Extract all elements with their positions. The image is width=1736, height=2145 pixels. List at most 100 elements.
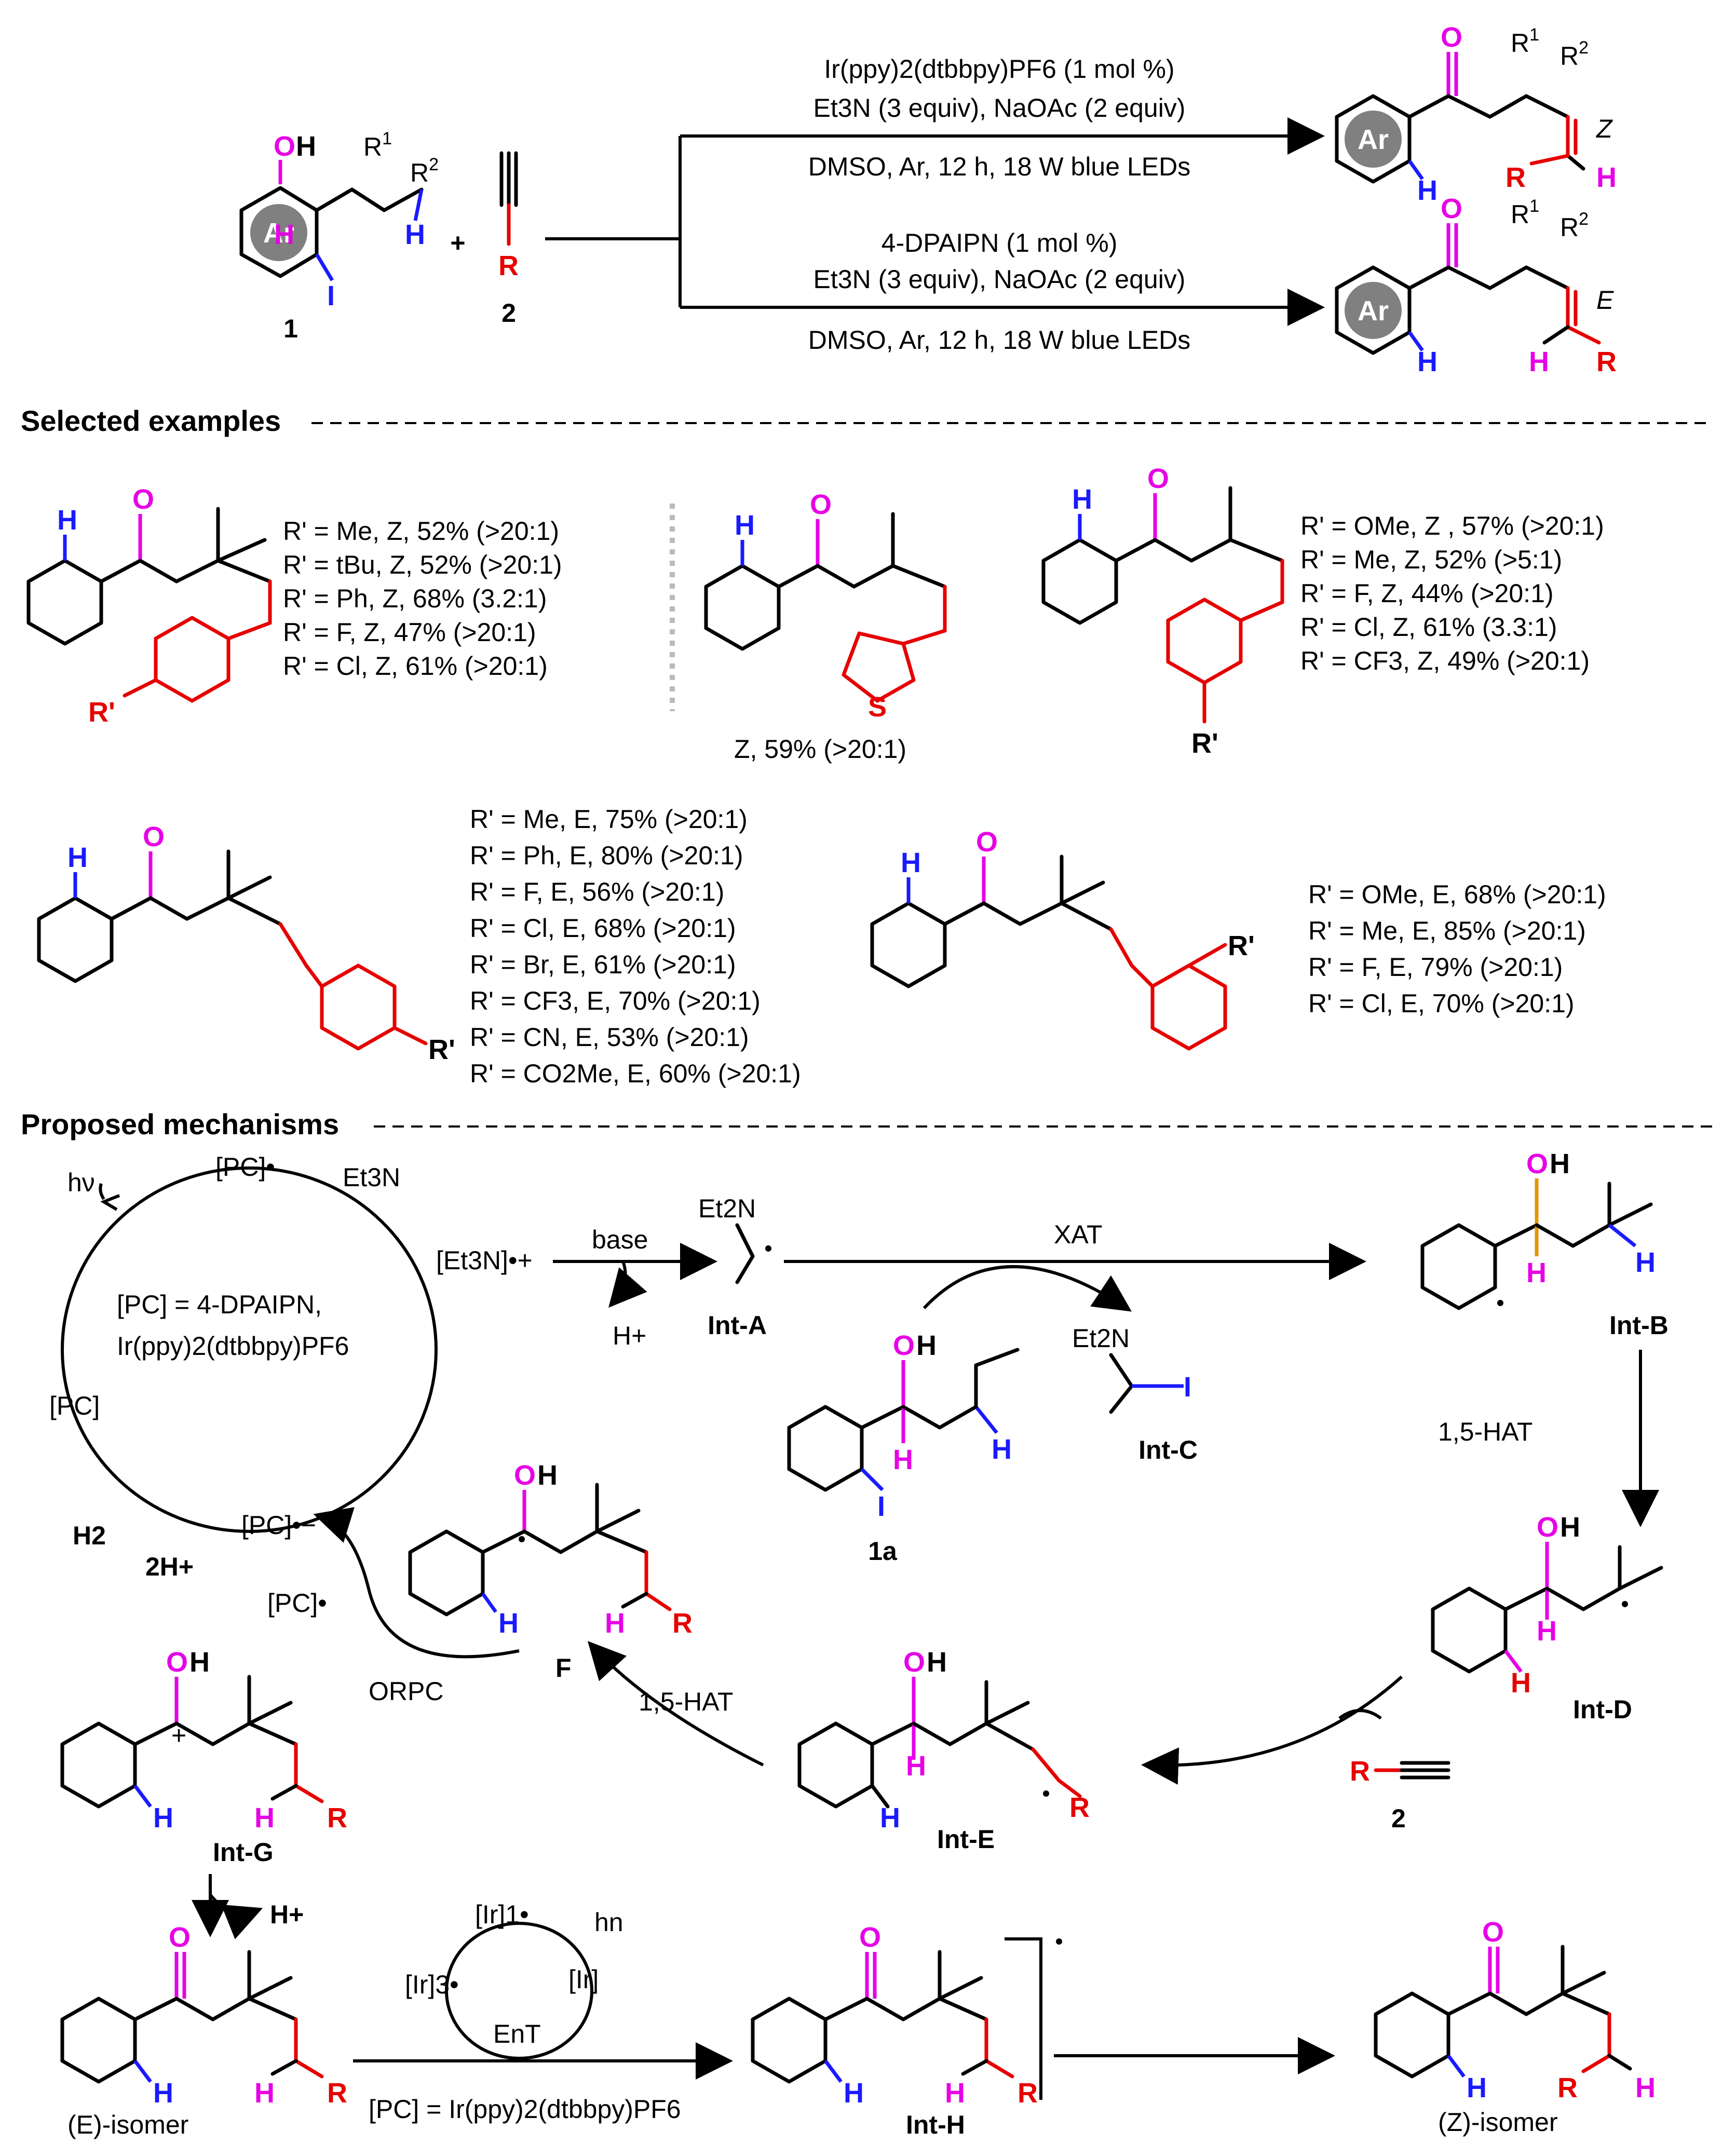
svg-text:S: S [868,691,887,723]
branch-arrows [545,117,1325,326]
svg-text:R2: R2 [1560,209,1589,242]
svg-text:O: O [1537,1512,1558,1543]
svg-text:2H+: 2H+ [145,1552,194,1581]
svg-text:R' = CN, E, 53% (>20:1): R' = CN, E, 53% (>20:1) [470,1023,749,1052]
svg-text:H+: H+ [613,1321,646,1350]
svg-text:(E)-isomer: (E)-isomer [67,2110,188,2139]
svg-text:R' = F, Z, 47% (>20:1): R' = F, Z, 47% (>20:1) [283,618,536,647]
example-meta-e: H O R' [870,826,1255,1051]
conditions-bottom: 4-DPAIPN (1 mol %) Et3N (3 equiv), NaOAc… [808,228,1190,355]
svg-text:Int-H: Int-H [906,2110,965,2139]
svg-text:R: R [498,250,519,281]
svg-text:R: R [1557,2072,1578,2103]
reactant-2-alkyne: R 2 [498,151,519,328]
svg-text:H: H [735,510,755,541]
example-para-e: H O R' [37,821,455,1065]
svg-text:R: R [327,2078,347,2109]
example-thiophene: H O S Z, 59% (>20:1) [704,489,947,764]
example-para-e-results: R' = Me, E, 75% (>20:1) R' = Ph, E, 80% … [470,805,801,1088]
svg-text:R': R' [1191,728,1218,759]
svg-text:H: H [1560,1512,1580,1543]
svg-text:[Et3N]•+: [Et3N]•+ [436,1246,533,1275]
svg-text:F: F [555,1653,572,1682]
svg-text:(Z)-isomer: (Z)-isomer [1438,2108,1558,2137]
example-meta-z-results: R' = OMe, Z , 57% (>20:1) R' = Me, Z, 52… [1300,511,1604,675]
svg-text:Z: Z [1596,114,1613,143]
svg-text:R' = F, Z, 44% (>20:1): R' = F, Z, 44% (>20:1) [1300,579,1554,608]
svg-text:O: O [810,489,832,520]
svg-text:O: O [169,1922,191,1953]
svg-text:R' = OMe, E, 68% (>20:1): R' = OMe, E, 68% (>20:1) [1308,880,1606,909]
svg-text:Ar: Ar [1358,124,1389,155]
svg-text:R': R' [428,1034,455,1065]
svg-text:base: base [592,1225,648,1254]
int-h: O H H R Int-H [751,1922,1062,2139]
svg-text:H: H [296,131,316,162]
reactant-1: Ar O H H H I R1 R2 1 [239,129,439,343]
svg-text:H: H [916,1330,937,1361]
svg-text:R: R [672,1608,693,1639]
ar-label: Ar [263,218,294,249]
svg-text:H: H [1417,175,1437,206]
svg-text:1,5-HAT: 1,5-HAT [1438,1417,1532,1446]
svg-text:H: H [605,1608,625,1639]
svg-text:H: H [1550,1148,1570,1179]
svg-text:R: R [1018,2078,1038,2109]
svg-text:2: 2 [1391,1804,1406,1833]
svg-text:Ir(ppy)2(dtbbpy)PF6 (1 mol %): Ir(ppy)2(dtbbpy)PF6 (1 mol %) [824,55,1174,84]
svg-text:R' = Me, Z, 52% (>5:1): R' = Me, Z, 52% (>5:1) [1300,545,1562,574]
svg-text:H: H [57,505,77,536]
svg-text:O: O [1526,1148,1548,1179]
svg-text:R' = Cl, Z, 61% (3.3:1): R' = Cl, Z, 61% (3.3:1) [1300,613,1557,642]
svg-text:H+: H+ [270,1900,304,1929]
svg-text:H: H [1635,1247,1656,1278]
example-meta-e-results: R' = OMe, E, 68% (>20:1) R' = Me, E, 85%… [1308,880,1606,1018]
svg-text:H: H [67,842,88,873]
int-c: Et2N I Int-C [1072,1324,1198,1464]
svg-text:R' = Cl, Z, 61% (>20:1): R' = Cl, Z, 61% (>20:1) [283,651,548,681]
svg-text:[Ir]3•: [Ir]3• [405,1970,459,1999]
svg-text:R' = F, E, 79% (>20:1): R' = F, E, 79% (>20:1) [1308,953,1563,982]
svg-text:Et3N (3 equiv), NaOAc (2 equiv: Et3N (3 equiv), NaOAc (2 equiv) [813,93,1186,123]
svg-text:H: H [537,1460,558,1491]
svg-text:R1: R1 [1511,196,1539,229]
int-d: O H H H Int-D [1431,1512,1663,1724]
svg-text:[PC]•: [PC]• [267,1589,327,1618]
svg-text:R' = tBu, Z, 52% (>20:1): R' = tBu, Z, 52% (>20:1) [283,550,562,579]
svg-text:R' = Cl, E, 70% (>20:1): R' = Cl, E, 70% (>20:1) [1308,989,1575,1018]
section-proposed-mechanisms: Proposed mechanisms [21,1108,339,1141]
svg-text:H: H [1526,1257,1547,1288]
svg-text:Int-A: Int-A [708,1311,767,1340]
svg-text:Int-G: Int-G [213,1838,274,1867]
svg-text:Int-E: Int-E [937,1825,995,1854]
svg-text:Et3N (3 equiv), NaOAc (2 equiv: Et3N (3 equiv), NaOAc (2 equiv) [813,265,1186,294]
svg-text:H: H [498,1608,519,1639]
svg-text:R' = CF3, Z, 49% (>20:1): R' = CF3, Z, 49% (>20:1) [1300,646,1590,675]
product-e: Ar O R1 R2 H H R E [1335,193,1617,377]
svg-text:Int-D: Int-D [1573,1695,1632,1724]
svg-text:H: H [880,1802,900,1834]
svg-text:R: R [1350,1756,1370,1787]
svg-text:[PC]•: [PC]• [215,1152,275,1182]
svg-text:H: H [1072,484,1092,515]
svg-text:R' = F, E, 56% (>20:1): R' = F, E, 56% (>20:1) [470,877,724,906]
svg-text:O: O [859,1922,881,1953]
svg-text:[Ir]1•: [Ir]1• [475,1900,529,1929]
svg-text:R1: R1 [363,129,392,161]
svg-text:H: H [893,1444,913,1475]
svg-text:R' = Ph, E, 80% (>20:1): R' = Ph, E, 80% (>20:1) [470,841,743,870]
svg-text:O: O [893,1330,915,1361]
svg-text:hν: hν [67,1168,95,1197]
svg-text:O: O [143,821,165,852]
int-g: O H + H H R Int-G [60,1647,347,1867]
z-isomer: O H R H (Z)-isomer [1374,1917,1656,2137]
svg-text:H: H [1467,2072,1487,2103]
deprotonation-2: H+ [192,1874,304,1939]
energy-transfer-cycle: [Ir]1• [Ir]3• [Ir] hn EnT [PC] = Ir(ppy)… [353,1900,733,2124]
svg-text:H: H [1417,346,1437,377]
svg-text:O: O [1441,22,1462,53]
svg-text:R' = Me, Z, 52% (>20:1): R' = Me, Z, 52% (>20:1) [283,517,559,546]
svg-text:R': R' [1228,930,1255,961]
svg-text:H: H [901,847,921,878]
svg-text:Ar: Ar [1358,295,1389,327]
